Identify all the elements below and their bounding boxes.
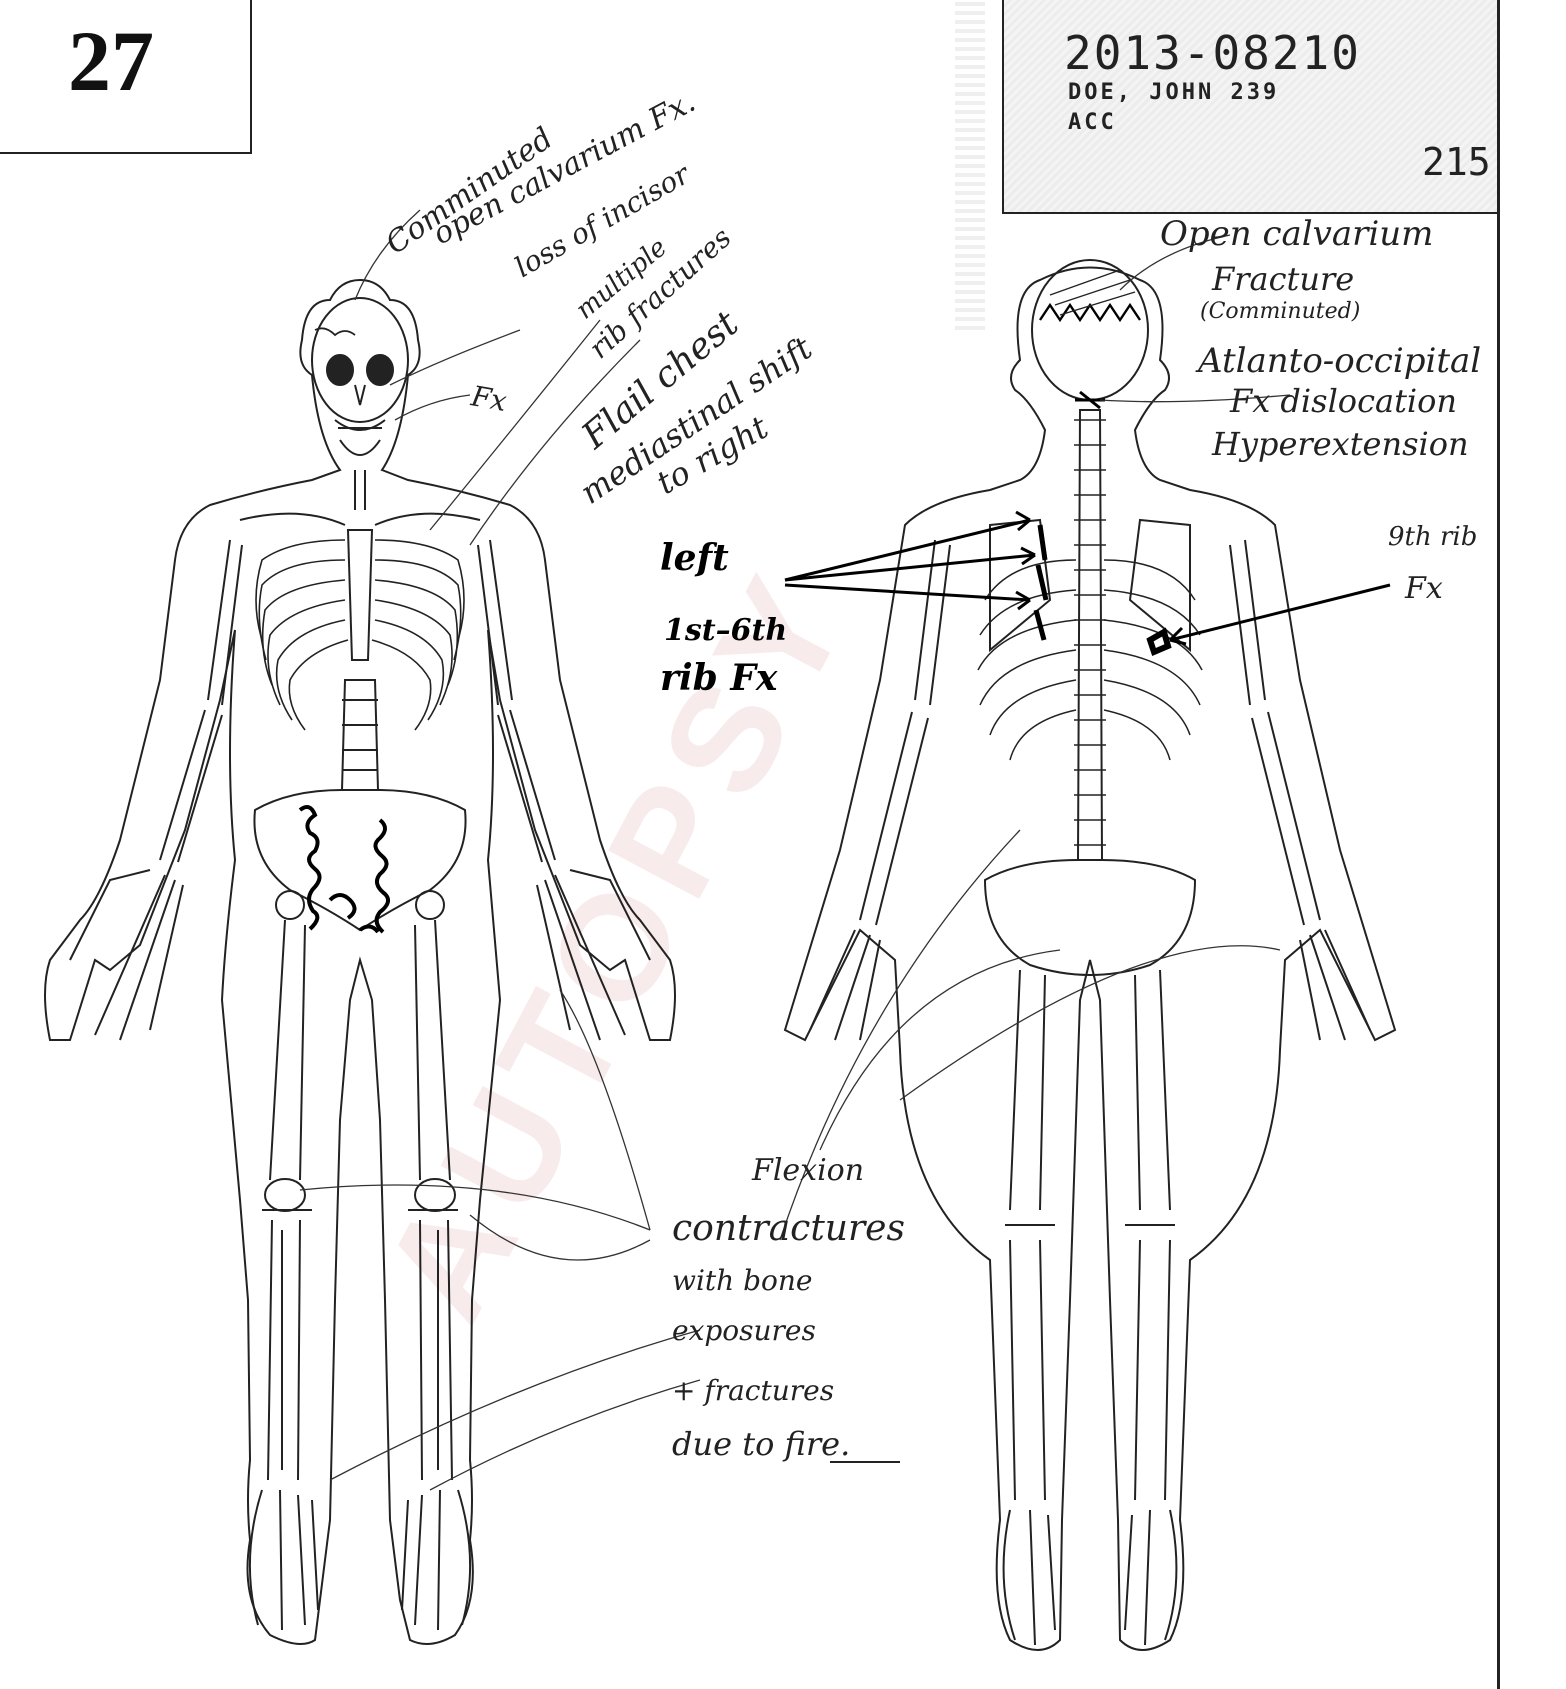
contracture-annotations: Flexion contractures with bone exposures…	[672, 1153, 905, 1463]
front-left-femur	[270, 920, 305, 1180]
annotation-1st-6th: 1st–6th	[664, 613, 787, 648]
front-pelvic-marks	[300, 807, 388, 932]
back-left-foot	[1004, 1510, 1055, 1645]
back-right-hand	[1300, 930, 1370, 1040]
annotation-left: left	[660, 537, 729, 579]
front-left-tibia	[268, 1220, 300, 1480]
back-annotations: Open calvarium Fracture (Comminuted) Atl…	[1160, 214, 1481, 606]
front-ribs	[256, 540, 464, 730]
annotation-hyperextension: Hyperextension	[1211, 425, 1469, 463]
annotation-due-to-fire: due to fire.	[672, 1425, 850, 1463]
annotation-atlanto-occipital: Atlanto-occipital	[1195, 341, 1481, 381]
back-ninth-rib-fracture-mark	[1150, 632, 1168, 652]
annotation-9th-rib-fx: Fx	[1404, 571, 1443, 606]
back-skull-fracture	[1040, 305, 1140, 320]
back-right-foot	[1125, 1510, 1176, 1645]
back-spine	[1074, 410, 1106, 860]
annotation-with-bone: with bone	[672, 1264, 813, 1297]
annotation-open-calvarium: Open calvarium	[1160, 214, 1433, 254]
front-clavicles	[240, 514, 480, 525]
front-annotations: Comminuted open calvarium Fx. loss of in…	[380, 84, 819, 511]
back-left-rib-fracture-marks	[1036, 525, 1046, 640]
annotation-flexion: Flexion	[751, 1153, 864, 1188]
annotation-plus-fractures: + fractures	[672, 1374, 834, 1407]
front-left-humerus	[208, 540, 242, 705]
back-left-hand	[810, 930, 880, 1040]
front-left-foot	[250, 1490, 318, 1630]
front-lumbar-spine	[342, 680, 378, 790]
back-skeleton	[785, 260, 1395, 1650]
annotation-rib-fx: rib Fx	[660, 657, 778, 699]
front-sternum	[348, 530, 372, 660]
annotation-exposures: exposures	[672, 1314, 816, 1347]
annotation-fracture: Fracture	[1211, 260, 1354, 298]
annotation-9th-rib: 9th rib	[1388, 522, 1477, 552]
back-ribs	[978, 560, 1202, 760]
front-right-foot	[402, 1490, 470, 1630]
annotation-comminuted-back: (Comminuted)	[1200, 299, 1360, 324]
annotation-contractures: contractures	[672, 1208, 905, 1249]
front-right-humerus	[478, 540, 512, 705]
front-cervical-spine	[355, 470, 365, 510]
annotation-fx-dislocation: Fx dislocation	[1229, 382, 1457, 420]
annotation-front-fx: Fx	[468, 379, 510, 418]
front-pelvis	[254, 790, 465, 930]
